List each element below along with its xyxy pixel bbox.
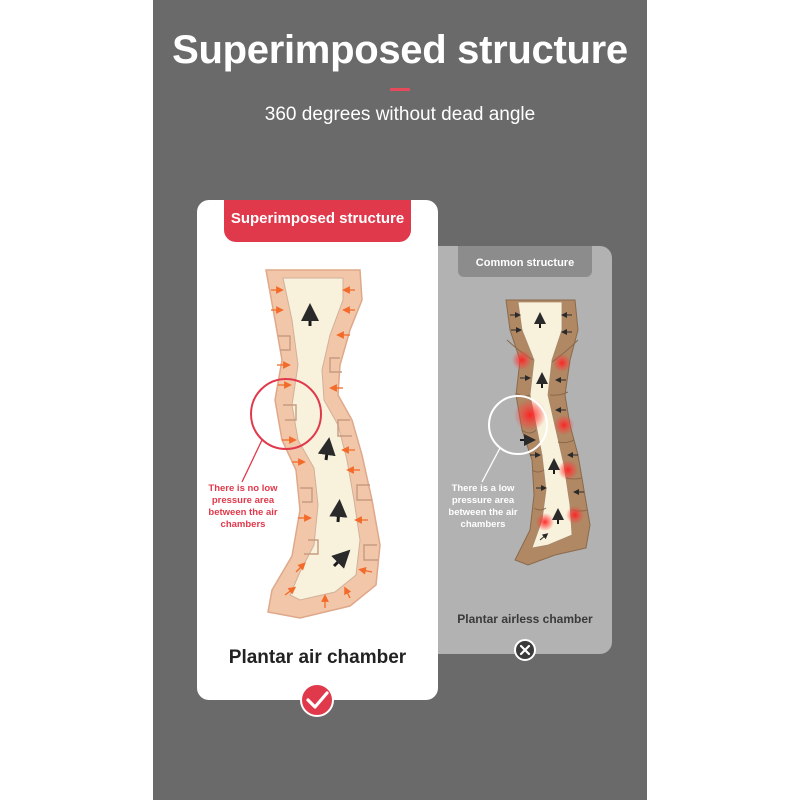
footer-label-plantar-airless-chamber: Plantar airless chamber [457, 612, 593, 626]
page-subtitle: 360 degrees without dead angle [264, 104, 536, 125]
card-tag-superimposed: Superimposed structure [224, 200, 411, 242]
page-title: Superimposed structure [172, 28, 628, 72]
footer-label-plantar-air-chamber: Plantar air chamber [228, 647, 407, 668]
common-structure-card: Common structure Plantar airless chamber [438, 246, 612, 654]
common-leg-illustration [481, 299, 591, 566]
check-badge [300, 683, 334, 717]
title-divider [390, 88, 410, 91]
superimposed-leg-illustration [241, 269, 381, 619]
check-icon [306, 691, 329, 709]
x-icon [519, 644, 531, 656]
card-tag-common: Common structure [458, 246, 592, 277]
low-pressure-note: There is a low pressure area between the… [448, 483, 518, 530]
no-low-pressure-note: There is no low pressure area between th… [208, 483, 278, 530]
